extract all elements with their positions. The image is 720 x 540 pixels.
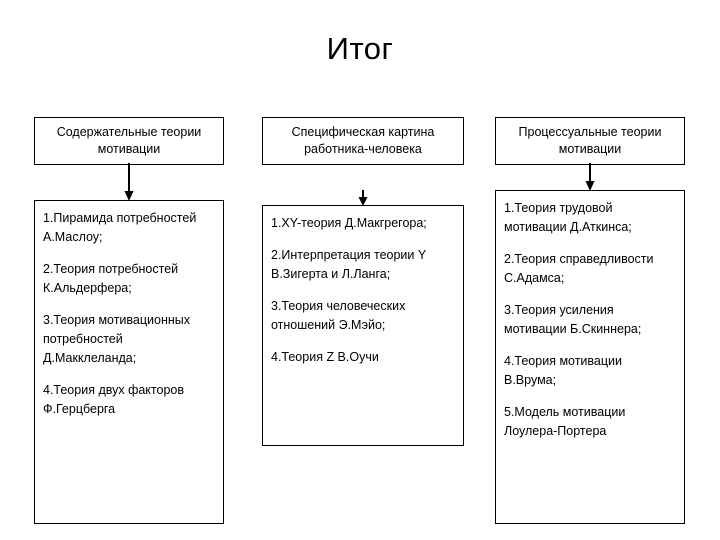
down-arrow-icon	[358, 190, 368, 206]
column-header-box-2: Специфическая картина работника-человека	[262, 117, 464, 165]
list-item: 2.Теория справедливости С.Адамса;	[504, 252, 654, 285]
column-header-box-3: Процессуальные теории мотивации	[495, 117, 685, 165]
column-header-box-1: Содержательные теории мотивации	[34, 117, 224, 165]
list-item: 2.Интерпретация теории Y В.Зигерта и Л.Л…	[271, 248, 426, 281]
column-body-box-2: 1.XY-теория Д.Макгрегора; 2.Интерпретаци…	[262, 205, 464, 446]
column-specificheskaya: Специфическая картина работника-человека…	[262, 0, 464, 540]
list-item: 1.Пирамида потребностей А.Маслоу;	[43, 211, 197, 244]
column-processualnye: Процессуальные теории мотивации 1.Теория…	[495, 0, 685, 540]
arrow-connector-1	[122, 163, 136, 201]
page-title: Итог	[326, 31, 394, 66]
column-body-box-1: 1.Пирамида потребностей А.Маслоу; 2.Теор…	[34, 200, 224, 524]
arrow-connector-3	[583, 163, 597, 191]
list-item: 1.XY-теория Д.Макгрегора;	[271, 216, 427, 230]
list-item: 2.Теория потребностей К.Альдерфера;	[43, 262, 179, 295]
arrow-connector-2	[356, 190, 370, 206]
list-item: 1.Теория трудовой мотивации Д.Аткинса;	[504, 201, 632, 234]
list-item: 4.Теория мотивации В.Врума;	[504, 354, 622, 387]
list-item: 3.Теория человеческих отношений Э.Мэйо;	[271, 299, 406, 332]
list-item: 3.Теория усиления мотивации Б.Скиннера;	[504, 303, 642, 336]
list-item: 5.Модель мотивации Лоулера-Портера	[504, 405, 626, 438]
list-item: 3.Теория мотивационных потребностей Д.Ма…	[43, 313, 191, 365]
down-arrow-icon	[124, 163, 134, 201]
down-arrow-icon	[585, 163, 595, 191]
column-body-box-3: 1.Теория трудовой мотивации Д.Аткинса; 2…	[495, 190, 685, 524]
list-item: 4.Теория Z В.Оучи	[271, 350, 379, 364]
list-item: 4.Теория двух факторов Ф.Герцберга	[43, 383, 184, 416]
column-soderzhatelnye: Содержательные теории мотивации 1.Пирами…	[34, 0, 224, 540]
